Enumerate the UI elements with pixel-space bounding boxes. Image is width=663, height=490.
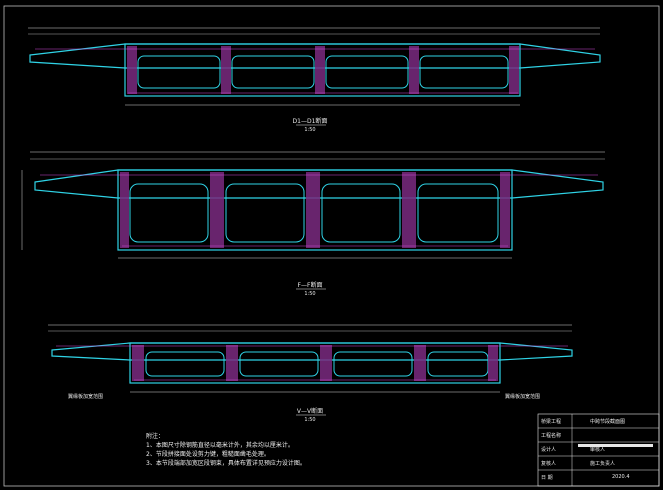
section-f-drawing: F—F断面 1:50 xyxy=(21,151,605,297)
title-block-row-3-label: 复核人 xyxy=(541,461,557,467)
title-block-drawing-title: 中跨节段截面图 xyxy=(590,419,626,425)
right-flange-label: 翼缘板加宽范围 xyxy=(505,393,540,400)
section-d1-drawing: D1—D1断面 1:50 xyxy=(28,27,601,133)
title-block-row-2-value: 审核人 xyxy=(590,447,606,453)
left-flange-label: 翼缘板加宽范围 xyxy=(68,393,103,400)
title-block-project: 桥梁工程 xyxy=(541,419,562,425)
title-block-row-3-value: 施工负责人 xyxy=(590,461,616,467)
section-v-drawing: V—V断面 1:50 翼缘板加宽范围 翼缘板加宽范围 xyxy=(48,324,573,423)
notes-heading: 附注： xyxy=(146,433,165,440)
section-d1-scale: 1:50 xyxy=(304,127,315,133)
note-item-3: 3、本节段端部加宽区段钢束，具体布置详见预应力设计图。 xyxy=(146,460,306,467)
note-item-1: 1、本图尺寸除钢筋直径以毫米计外，其余均以厘米计。 xyxy=(146,442,294,449)
section-d1-title: D1—D1断面 xyxy=(293,117,328,125)
section-f-title: F—F断面 xyxy=(298,281,323,289)
drawing-frame xyxy=(3,5,660,487)
section-v-title: V—V断面 xyxy=(297,407,323,415)
notes-block: 附注： 1、本图尺寸除钢筋直径以毫米计外，其余均以厘米计。 2、节段拼接面处设剪… xyxy=(146,432,526,468)
note-item-2: 2、节段拼接面处设剪力键，粗糙面凿毛处理。 xyxy=(146,451,270,458)
title-block-frame xyxy=(537,413,660,487)
section-v-scale: 1:50 xyxy=(304,417,315,423)
title-block-row-4-label: 日 期 xyxy=(541,475,553,481)
title-block-row-1-label: 工程名称 xyxy=(541,433,562,439)
section-f-scale: 1:50 xyxy=(304,291,315,297)
title-block-row-4-value: 2020.4 xyxy=(612,474,630,480)
title-block-row-2-label: 设计人 xyxy=(541,447,557,453)
